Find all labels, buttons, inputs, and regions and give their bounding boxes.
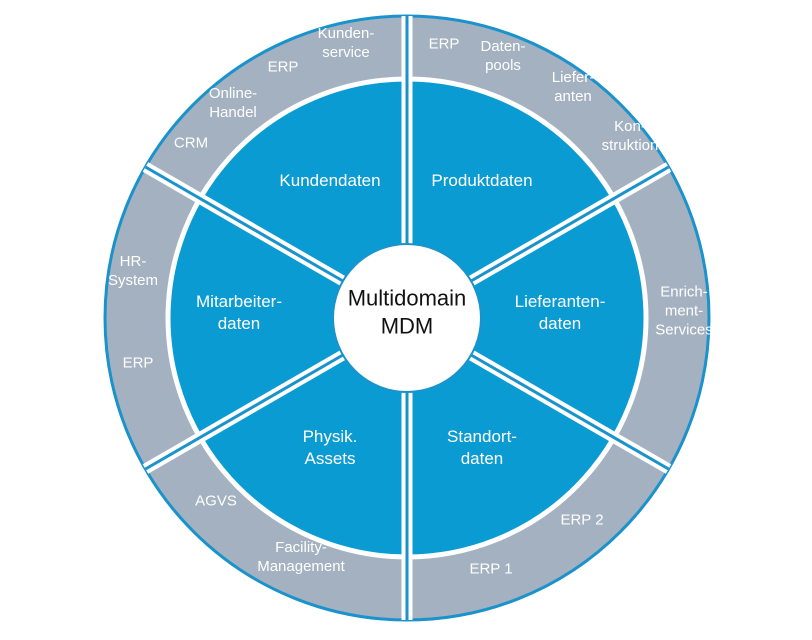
system-label-12: Facility- Management — [257, 539, 345, 575]
domain-sector-1 — [407, 80, 614, 318]
system-label-7: Kon-struktion — [602, 118, 659, 154]
domain-label-1-line: Produktdaten — [431, 171, 532, 190]
domain-label-4-line: Physik. — [303, 427, 358, 446]
system-label-5-line: pools — [485, 57, 521, 74]
domain-label-2: Lieferanten-daten — [515, 292, 606, 333]
sector-divider-core-1 — [470, 165, 670, 283]
system-label-0: Kunden-service — [318, 25, 375, 61]
system-label-9-line: ERP 2 — [560, 511, 603, 528]
system-label-12-line: Management — [257, 558, 345, 575]
center-label-line: MDM — [381, 314, 434, 339]
system-label-7-line: Kon- — [614, 118, 646, 135]
system-label-14: ERP — [123, 354, 154, 371]
system-label-9: ERP 2 — [560, 511, 603, 528]
system-label-5-line: Daten- — [480, 38, 525, 55]
domain-label-5: Mitarbeiter-daten — [196, 292, 282, 333]
domain-label-0-line: Kundendaten — [279, 171, 380, 190]
system-label-2-line: Handel — [209, 104, 257, 121]
sector-divider-core-2 — [470, 353, 670, 471]
system-label-8-line: Services — [655, 321, 713, 338]
system-label-5: Daten-pools — [480, 38, 525, 74]
system-label-11-line: AGVS — [195, 492, 237, 509]
domain-label-2-line: daten — [539, 314, 582, 333]
system-label-3: CRM — [174, 134, 208, 151]
domain-label-2-line: Lieferanten- — [515, 292, 606, 311]
domain-label-5-line: daten — [218, 314, 261, 333]
domain-sector-4 — [200, 318, 407, 556]
system-label-2: Online- Handel — [209, 85, 257, 121]
domain-label-3-line: daten — [461, 449, 504, 468]
domain-sector-3 — [407, 318, 614, 556]
domain-label-4-line: Assets — [304, 449, 355, 468]
domain-label-3: Standort-daten — [447, 427, 517, 468]
center-label-line: Multidomain — [348, 286, 467, 311]
system-label-6-line: Liefer- — [552, 69, 595, 86]
system-label-3-line: CRM — [174, 134, 208, 151]
system-label-13-line: HR- — [120, 253, 147, 270]
system-label-12-line: Facility- — [275, 539, 327, 556]
system-label-0-line: Kunden- — [318, 25, 375, 42]
sector-divider-core-5 — [144, 165, 344, 283]
domain-label-5-line: Mitarbeiter- — [196, 292, 282, 311]
system-label-4: ERP — [429, 35, 460, 52]
sector-divider-core-4 — [144, 353, 344, 471]
system-label-13: HR- System — [108, 253, 158, 289]
system-label-13-line: System — [108, 272, 158, 289]
system-label-4-line: ERP — [429, 35, 460, 52]
system-label-10: ERP 1 — [469, 560, 512, 577]
system-label-8: Enrich-ment- Services — [655, 283, 713, 338]
system-label-0-line: service — [322, 44, 370, 61]
system-label-6: Liefer-anten — [552, 69, 595, 105]
system-label-7-line: struktion — [602, 137, 659, 154]
domain-label-3-line: Standort- — [447, 427, 517, 446]
system-label-8-line: ment- — [665, 302, 703, 319]
system-label-6-line: anten — [554, 88, 592, 105]
domain-label-0: Kundendaten — [279, 171, 380, 190]
system-label-10-line: ERP 1 — [469, 560, 512, 577]
domain-sector-0 — [200, 79, 407, 318]
domain-sector-5 — [169, 199, 407, 437]
center-circle — [332, 243, 482, 393]
system-label-1-line: ERP — [268, 58, 299, 75]
domain-sector-2 — [407, 199, 645, 437]
domain-label-4: Physik. Assets — [303, 427, 358, 468]
system-label-8-line: Enrich- — [660, 283, 708, 300]
system-label-14-line: ERP — [123, 354, 154, 371]
system-label-2-line: Online- — [209, 85, 257, 102]
domain-label-1: Produktdaten — [431, 171, 532, 190]
system-label-11: AGVS — [195, 492, 237, 509]
system-label-1: ERP — [268, 58, 299, 75]
